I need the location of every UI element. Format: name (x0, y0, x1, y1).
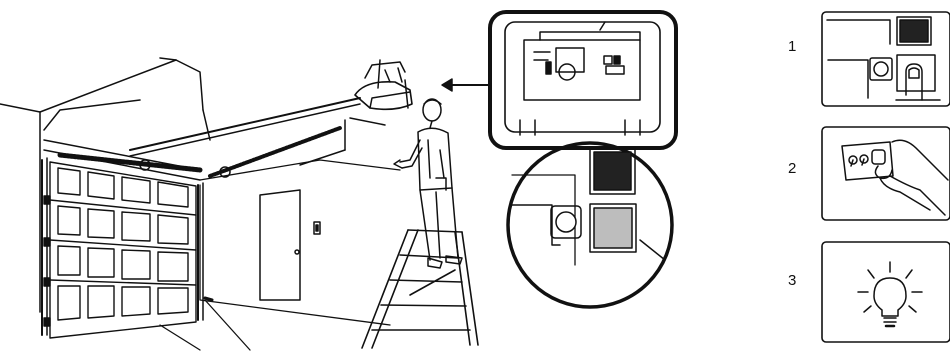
magnified-learn-button (506, 141, 674, 309)
step-ladder (361, 229, 479, 349)
learn-button (593, 207, 633, 249)
learn-indicator-light (593, 151, 632, 191)
step-2-panel (821, 126, 950, 221)
side-door (259, 189, 321, 301)
opener-back-panel-closeup (488, 10, 678, 150)
step-1-panel (821, 11, 950, 107)
opener-motor-unit (354, 59, 413, 111)
callout-arrow (441, 78, 489, 92)
step-number-3: 3 (788, 272, 797, 289)
step-number-1: 1 (788, 38, 797, 55)
garage-door (43, 161, 197, 339)
man-on-ladder (361, 98, 479, 349)
garage-scene (0, 57, 413, 351)
step-number-2: 2 (788, 160, 797, 177)
step-3-panel (821, 241, 950, 343)
torsion-spring (57, 126, 342, 178)
